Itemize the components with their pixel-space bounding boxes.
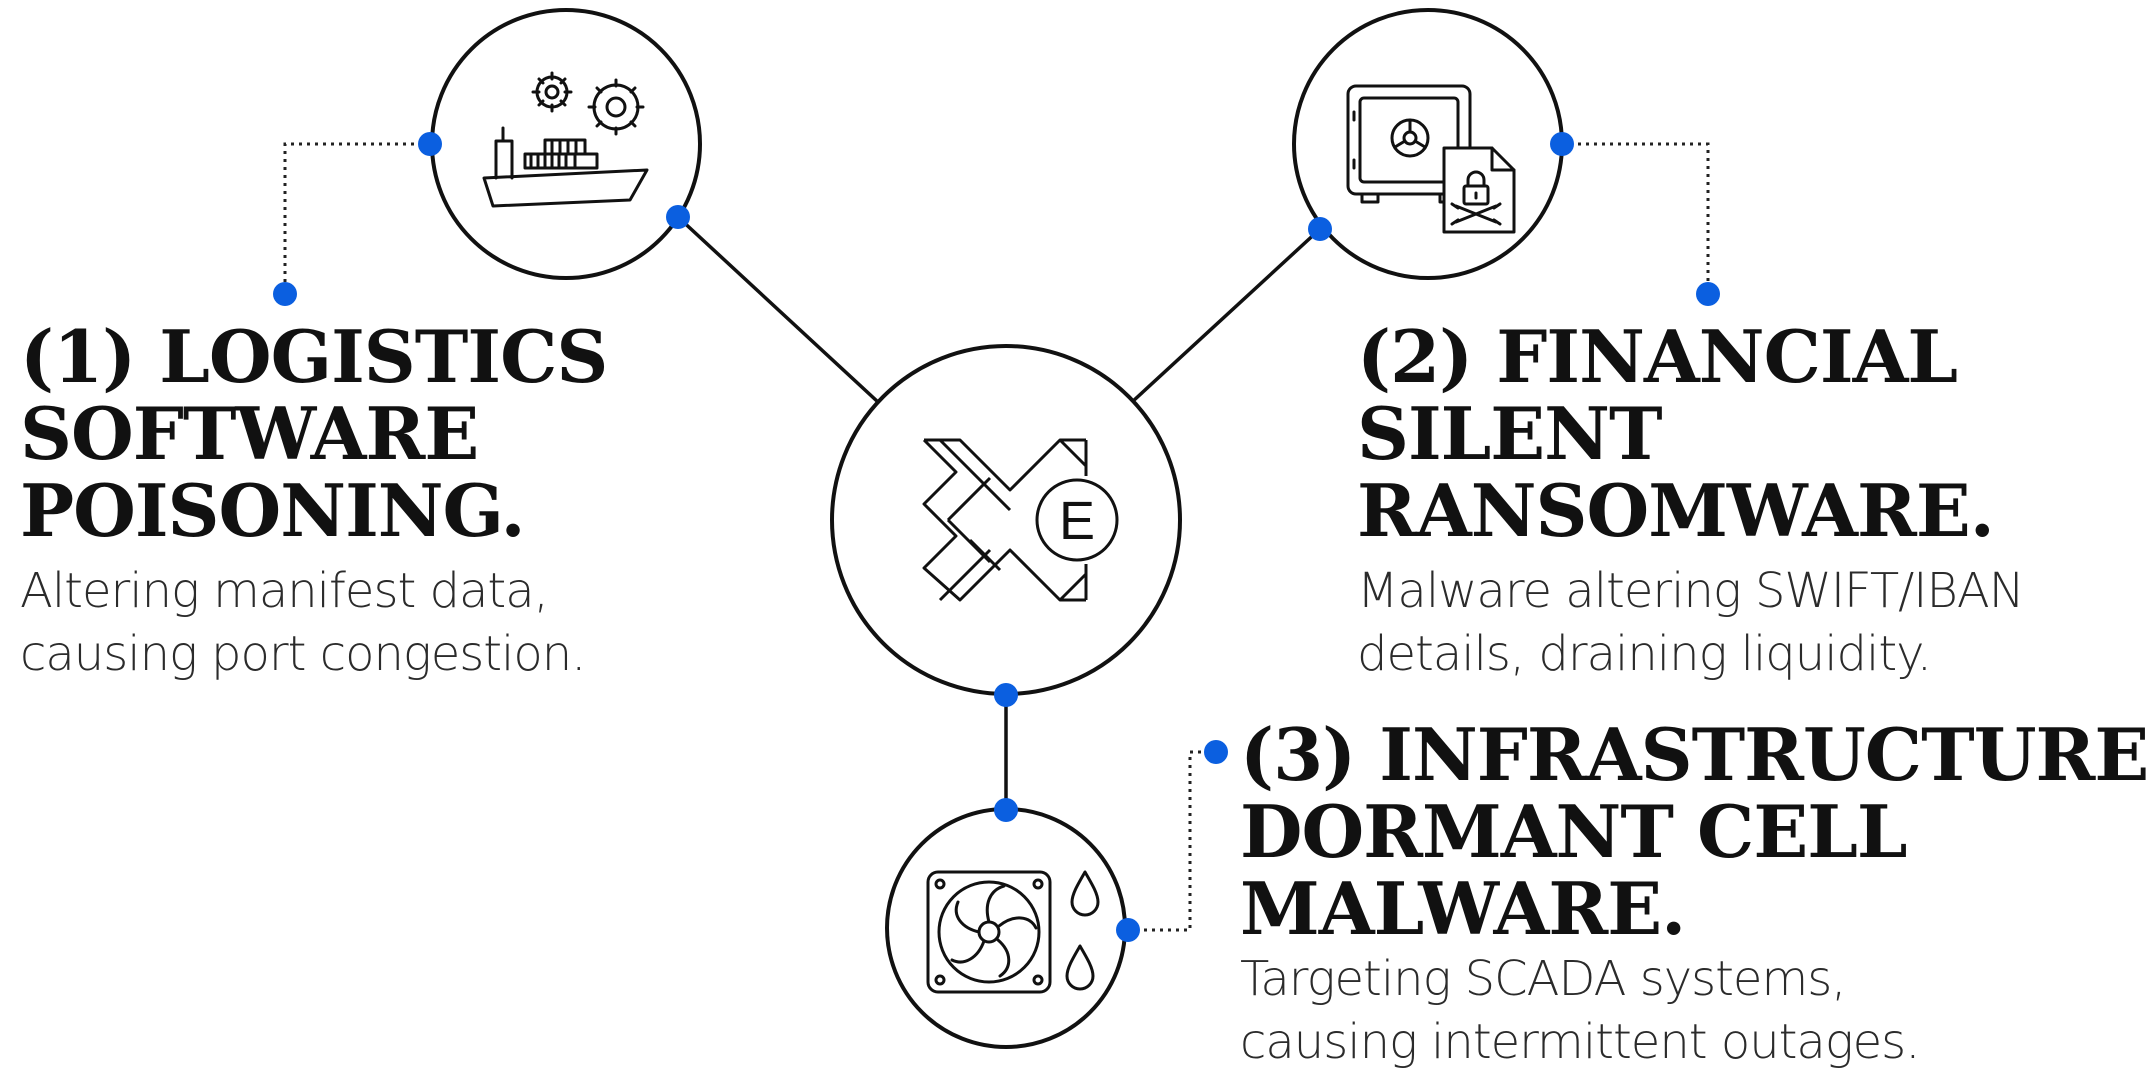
financial-description: Malware altering SWIFT/IBAN details, dra… (1357, 560, 2025, 686)
logistics-desc-line: causing port congestion. (20, 626, 586, 682)
safe-ransomware-document-icon (1346, 84, 1516, 234)
dotted-leaders (283, 142, 1710, 932)
logistics-title-line: POISONING. (20, 468, 526, 553)
node-financial (1292, 8, 1564, 280)
dot-logistics-leader-end (273, 282, 297, 306)
leader-logistics (283, 142, 430, 293)
dot-logistics-connector (666, 205, 690, 229)
logistics-title: (1) LOGISTICS SOFTWARE POISONING. (20, 314, 608, 553)
logo-letter-ring (1035, 478, 1119, 562)
logistics-description: Altering manifest data, causing port con… (20, 560, 586, 686)
logo-letter: E (1059, 491, 1095, 551)
node-logistics (430, 8, 702, 280)
financial-title-line: SILENT (1357, 391, 1663, 476)
logistics-title-line: SOFTWARE (20, 391, 479, 476)
logistics-desc-line: Altering manifest data, (20, 563, 549, 619)
financial-title-line: RANSOMWARE. (1357, 468, 1995, 553)
infrastructure-title-line: DORMANT CELL (1240, 789, 1907, 874)
infrastructure-description: Targeting SCADA systems, causing intermi… (1240, 948, 1920, 1074)
leader-infrastructure (1128, 750, 1215, 932)
financial-title: (2) FINANCIAL SILENT RANSOMWARE. (1357, 314, 1995, 553)
dot-financial-right (1550, 132, 1574, 156)
financial-desc-line: details, draining liquidity. (1357, 626, 1932, 682)
node-center-circle (830, 344, 1182, 696)
dot-infrastructure-top (994, 798, 1018, 822)
dot-logistics-left (418, 132, 442, 156)
infrastructure-title-line: MALWARE. (1240, 866, 1686, 951)
dot-financial-leader-end (1696, 282, 1720, 306)
xe-logo-icon (922, 438, 1088, 602)
dot-infrastructure-right (1116, 918, 1140, 942)
infrastructure-desc-line: Targeting SCADA systems, (1240, 951, 1846, 1007)
infrastructure-desc-line: causing intermittent outages. (1240, 1014, 1920, 1070)
cargo-ship-gears-icon (482, 71, 649, 208)
node-infrastructure (885, 807, 1127, 1049)
infrastructure-title-line: (3) INFRASTRUCTURE (1240, 712, 2148, 797)
dot-center-bottom (994, 683, 1018, 707)
logistics-title-line: (1) LOGISTICS (20, 314, 608, 399)
financial-desc-line: Malware altering SWIFT/IBAN (1357, 563, 2025, 619)
connectors (676, 215, 1322, 810)
node-center: E (830, 344, 1182, 696)
node-logistics-circle (430, 8, 702, 280)
threat-diagram: E (273, 8, 1720, 1049)
accent-dots (273, 132, 1720, 942)
node-infrastructure-circle (885, 807, 1127, 1049)
financial-title-line: (2) FINANCIAL (1357, 314, 1958, 399)
leader-financial (1562, 142, 1710, 293)
connector-center-logistics (676, 215, 880, 404)
connector-center-financial (1130, 227, 1322, 404)
dot-infrastructure-leader-end (1204, 740, 1228, 764)
cooling-fan-water-icon (926, 870, 1100, 994)
infrastructure-title: (3) INFRASTRUCTURE DORMANT CELL MALWARE. (1240, 716, 2148, 947)
dot-financial-connector (1308, 217, 1332, 241)
